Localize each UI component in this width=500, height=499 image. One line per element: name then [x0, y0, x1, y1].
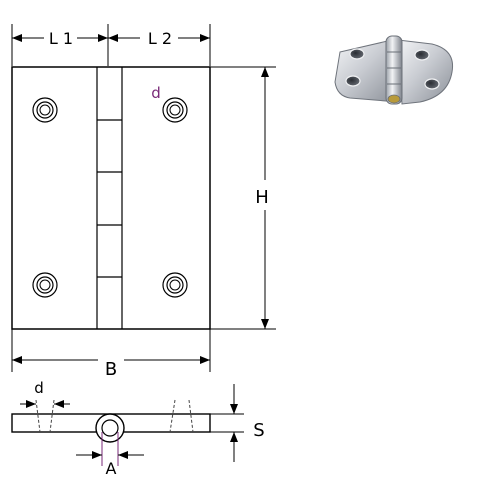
- dimension-l1-l2: L 1 L 2: [11, 24, 211, 66]
- dimension-d-side: d: [20, 379, 70, 408]
- label-s: S: [253, 420, 264, 441]
- label-l2: L 2: [148, 29, 172, 48]
- photo-screw-holes: [345, 48, 440, 90]
- hinge-side-view: [11, 399, 211, 443]
- label-b: B: [105, 359, 117, 380]
- dimension-s: S: [210, 384, 265, 462]
- dimension-h: H: [210, 66, 276, 330]
- dimension-b: B: [11, 329, 211, 380]
- label-l1: L 1: [49, 29, 73, 48]
- hinge-product-photo: [334, 35, 454, 105]
- screw-hole-bottom-right: [162, 272, 188, 298]
- label-a: A: [106, 459, 117, 478]
- screw-hole-top-left: [32, 97, 58, 123]
- label-h: H: [255, 187, 269, 208]
- hinge-front-view: d: [11, 66, 211, 330]
- knuckle-segments: [97, 119, 122, 278]
- dimension-a: A: [76, 432, 144, 478]
- label-d-side: d: [34, 379, 44, 397]
- screw-hole-top-right: [162, 97, 188, 123]
- side-hole-dashes-left: [35, 399, 55, 433]
- screw-hole-bottom-left: [32, 272, 58, 298]
- side-hole-dashes-right: [169, 399, 194, 433]
- label-d-hole: d: [151, 84, 161, 102]
